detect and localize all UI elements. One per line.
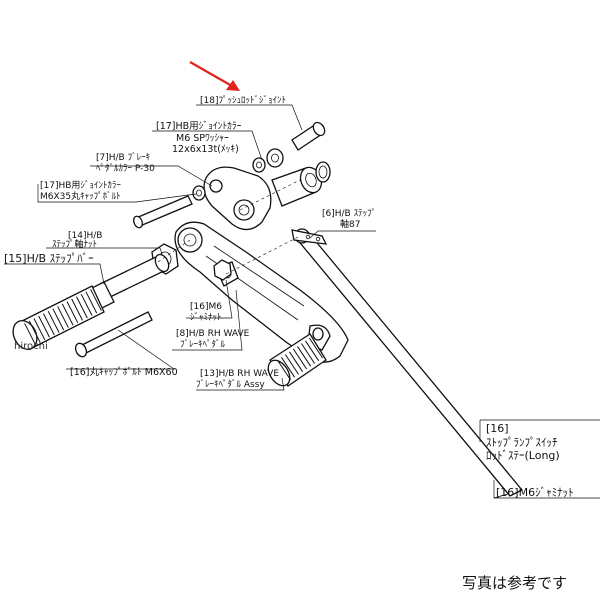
label-stop-lamp-stay-sub1: ｽﾄｯﾌﾟﾗﾝﾌﾟｽｲｯﾁ [486, 436, 558, 449]
label-brake-pedal-sub: ﾌﾞﾚｰｷﾍﾟﾀﾞﾙ [180, 339, 226, 350]
label-step-bar: [15]H/B ｽﾃｯﾌﾟﾊﾞｰ [4, 252, 94, 265]
label-stop-lamp-stay: [16] [486, 422, 509, 435]
label-joint-collar-17-top: [17]HB用ｼﾞｮｲﾝﾄｶﾗｰ [156, 121, 242, 132]
reference-photo-note: 写真は参考です [462, 574, 568, 592]
pedal-tip-knurled [267, 333, 327, 387]
pushrod-joint-parts [252, 121, 331, 207]
step-bar [12, 253, 170, 350]
label-pushrod-joint: [18]ﾌﾟｯｼｭﾛｯﾄﾞｼﾞｮｲﾝﾄ [200, 95, 286, 106]
label-stop-lamp-stay-sub2: ﾛｯﾄﾞｽﾃｰ(Long) [486, 449, 560, 462]
label-step-shaft-sub: 軸87 [340, 218, 360, 230]
label-m6-jam-nut: [16]M6 [190, 302, 222, 312]
label-cap-bolt-m6x60: [16]丸ｷｬｯﾌﾟﾎﾞﾙﾄ M6X60 [70, 366, 178, 378]
leader-lines [4, 104, 600, 499]
red-arrow-icon [189, 61, 240, 91]
cap-bolt-m6x60 [74, 311, 153, 358]
label-brake-pedal-assy-sub: ﾌﾞﾚｰｷﾍﾟﾀﾞﾙ Assy [196, 379, 265, 390]
m6-jam-nut [213, 259, 232, 281]
label-joint-collar-17-left-sub: M6X35丸ｷｬｯﾌﾟﾎﾞﾙﾄ [40, 190, 121, 202]
upper-link-plate [203, 166, 272, 231]
part-labels: [18]ﾌﾟｯｼｭﾛｯﾄﾞｼﾞｮｲﾝﾄ [17]HB用ｼﾞｮｲﾝﾄｶﾗｰ M6 … [4, 95, 574, 499]
label-brake-pedal: [8]H/B RH WAVE [176, 329, 250, 339]
label-step-shaft-nut: [14]H/B [68, 231, 102, 241]
assembly-guides [157, 179, 301, 275]
label-joint-collar-17-left: [17]HB用ｼﾞｮｲﾝﾄｶﾗｰ [40, 180, 121, 191]
watermark-text: hirochi [14, 341, 48, 352]
label-step-shaft-nut-sub: ｽﾃｯﾌﾟ軸ﾅｯﾄ [52, 238, 97, 250]
label-brake-pedal-collar-sub: ﾍﾟﾀﾞﾙｶﾗｰ P-30 [96, 163, 155, 174]
label-joint-collar-17-top-sub1: M6 SPﾜｯｼｬｰ [176, 133, 229, 144]
cap-bolt-m6x35 [133, 185, 206, 229]
rod-jam-nut [312, 327, 324, 341]
label-m6-jam-nut-sub: ｼﾞｬﾐﾅｯﾄ [190, 312, 222, 323]
label-brake-pedal-assy: [13]H/B RH WAVE [200, 369, 279, 379]
label-rod-jam-nut: [16]M6ｼﾞｬﾐﾅｯﾄ [496, 486, 574, 499]
label-step-shaft: [6]H/B ｽﾃｯﾌﾟ [322, 208, 376, 219]
label-brake-pedal-collar: [7]H/B ﾌﾞﾚｰｷ [96, 152, 151, 163]
label-joint-collar-17-top-sub2: 12x6x13t(ﾒｯｷ) [172, 144, 239, 155]
step-shaft-plate [291, 229, 328, 245]
